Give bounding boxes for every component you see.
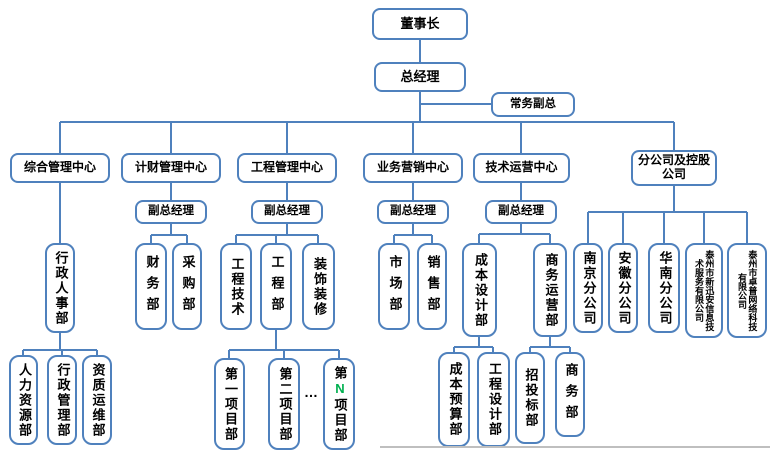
- node-branches-holding-companies: 分公司及控股公司: [631, 150, 717, 186]
- node-tech-operations-center: 技术运营中心: [473, 153, 570, 183]
- node-administrative-mgmt-dept: 行政管理部: [47, 355, 77, 445]
- node-qualification-om-dept: 资质运维部: [82, 355, 112, 445]
- node-business-marketing-center: 业务营销中心: [363, 153, 463, 183]
- node-deputy-gm-finance: 副总经理: [135, 200, 207, 224]
- node-engineering-technology: 工程技术: [220, 243, 252, 330]
- node-deputy-gm-tech-ops: 副总经理: [485, 200, 557, 224]
- node-project-dept-1: 第一项目部: [214, 358, 245, 450]
- node-bidding-dept: 招投标部: [515, 352, 545, 444]
- project-n-letter: N: [332, 380, 348, 398]
- node-nanjing-branch: 南京分公司: [573, 243, 603, 333]
- node-xinxunan-company: 泰州市新迅安信息技术服务有限公司: [685, 243, 723, 338]
- node-engineering-mgmt-center: 工程管理中心: [237, 153, 337, 183]
- project-n-suffix: 项目部: [332, 397, 348, 443]
- node-cost-design-dept: 成本设计部: [462, 243, 497, 337]
- node-admin-hr-dept: 行政人事部: [45, 243, 75, 333]
- node-general-mgmt-center: 综合管理中心: [10, 153, 110, 183]
- node-anhui-branch: 安徽分公司: [608, 243, 638, 333]
- node-south-china-branch: 华南分公司: [648, 243, 680, 333]
- node-human-resources-dept: 人力资源部: [9, 355, 38, 445]
- node-sales-dept: 销售部: [417, 243, 447, 330]
- node-general-manager: 总经理: [374, 62, 466, 92]
- node-decoration-renovation: 装饰装修: [302, 243, 335, 330]
- node-procurement-dept: 采购部: [172, 243, 202, 330]
- project-n-prefix: 第: [332, 365, 348, 381]
- node-accounting-finance-center: 计财管理中心: [121, 153, 221, 183]
- node-marketing-dept: 市场部: [378, 243, 410, 330]
- node-finance-dept: 财务部: [135, 243, 167, 330]
- node-executive-deputy-gm: 常务副总: [491, 92, 575, 117]
- node-engineering-design-dept: 工程设计部: [477, 352, 510, 447]
- page-edge-line: [380, 446, 770, 448]
- node-deputy-gm-marketing: 副总经理: [377, 200, 449, 224]
- node-business-operations-dept: 商务运营部: [533, 243, 567, 337]
- node-cost-budget-dept: 成本预算部: [438, 352, 470, 447]
- node-chairman: 董事长: [372, 8, 468, 40]
- node-project-dept-2: 第二项目部: [268, 358, 300, 450]
- node-deputy-gm-engineering: 副总经理: [251, 200, 323, 224]
- node-zhuopu-company: 泰州市卓普网络科技有限公司: [727, 243, 767, 338]
- node-engineering-dept: 工程部: [260, 243, 292, 330]
- project-depts-ellipsis: …: [304, 384, 318, 400]
- node-commerce-dept: 商务部: [555, 352, 585, 437]
